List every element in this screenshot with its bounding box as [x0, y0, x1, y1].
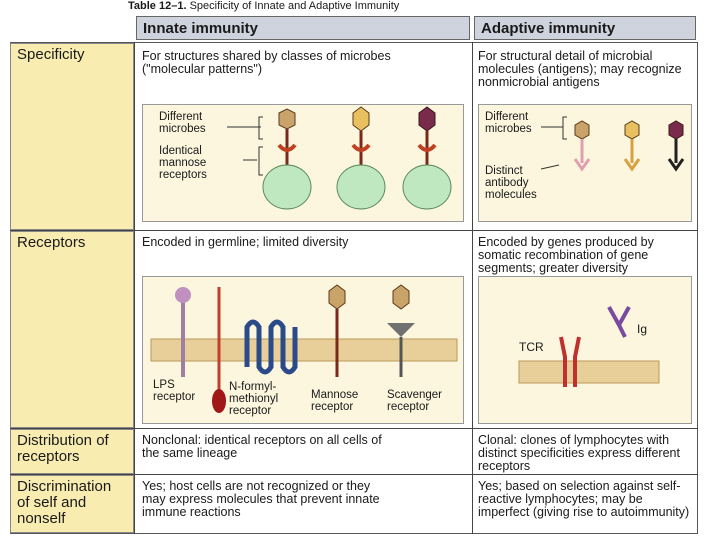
divider: [10, 428, 698, 429]
adaptive-receptors-diagram: [518, 306, 660, 387]
receptors-adaptive-text: Encoded by genes produced by somatic rec…: [478, 235, 654, 275]
adaptive-receptors-figure: TCR Ig: [478, 276, 692, 424]
divider: [134, 42, 135, 534]
innate-microbes-diagram: [227, 106, 452, 210]
label-ig: Ig: [637, 322, 648, 336]
label-distinct-antibody-molecules: Distinct antibody molecules: [485, 165, 537, 201]
receptors-innate-text: Encoded in germline; limited diversity: [142, 235, 349, 249]
divider: [472, 42, 473, 534]
table-title-text: Specificity of Innate and Adaptive Immun…: [189, 0, 400, 12]
row-head-distribution: Distribution of receptors: [10, 429, 134, 474]
table-title: Table 12–1. Specificity of Innate and Ad…: [128, 0, 399, 12]
row-head-discrimination: Discrimination of self and nonself: [10, 475, 134, 533]
label-scavenger-receptor: Scavenger receptor: [387, 389, 442, 413]
innate-receptors-figure: LPS receptor N-formyl-methionyl receptor…: [142, 276, 464, 424]
label-identical-mannose-receptors: Identical mannose receptors: [159, 145, 207, 181]
row-head-receptors: Receptors: [10, 231, 134, 428]
discrimination-adaptive-text: Yes; based on selection against self-rea…: [478, 479, 690, 519]
row-label: Distribution of receptors: [17, 432, 109, 465]
label-mannose-receptor: Mannose receptor: [311, 389, 359, 413]
header-adaptive: Adaptive immunity: [474, 16, 696, 40]
innate-specificity-figure: Different microbes Identical mannose rec…: [142, 104, 464, 222]
row-label: Specificity: [17, 46, 85, 63]
specificity-adaptive-text: For structural detail of microbial molec…: [478, 49, 682, 89]
row-head-specificity: Specificity: [10, 43, 134, 230]
innate-receptors-diagram: [150, 284, 458, 413]
distribution-innate-text: Nonclonal: identical receptors on all ce…: [142, 433, 382, 460]
label-different-microbes-adaptive: Different microbes: [485, 111, 532, 135]
divider: [10, 230, 698, 231]
divider: [10, 474, 698, 475]
adaptive-microbes-diagram: [540, 116, 685, 172]
row-label: Discrimination of self and nonself: [17, 478, 112, 527]
label-lps-receptor: LPS receptor: [153, 379, 196, 403]
table-number: Table 12–1.: [128, 0, 187, 12]
specificity-innate-text: For structures shared by classes of micr…: [142, 49, 391, 76]
adaptive-specificity-figure: Different microbes Distinct antibody mol…: [478, 104, 692, 222]
distribution-adaptive-text: Clonal: clones of lymphocytes with disti…: [478, 433, 680, 473]
discrimination-innate-text: Yes; host cells are not recognized or th…: [142, 479, 380, 519]
label-n-formyl-receptor: N-formyl-methionyl receptor: [229, 381, 279, 417]
label-different-microbes: Different microbes: [159, 111, 206, 135]
row-label: Receptors: [17, 234, 86, 251]
label-tcr: TCR: [519, 340, 544, 354]
header-innate: Innate immunity: [136, 16, 470, 40]
